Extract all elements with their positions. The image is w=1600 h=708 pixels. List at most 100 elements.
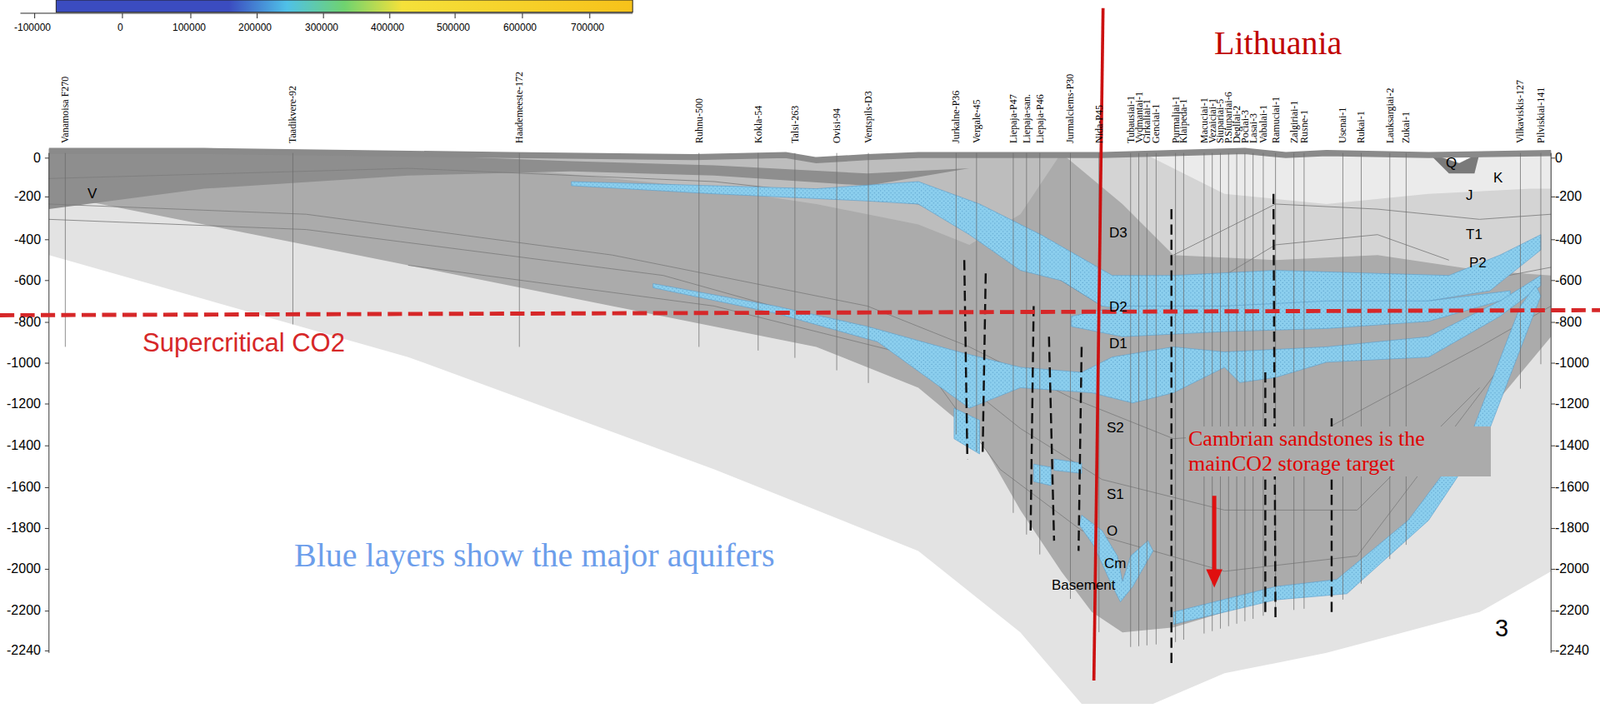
well-name: Rukai-1 bbox=[1355, 110, 1366, 144]
well-line bbox=[292, 153, 294, 325]
well-line bbox=[1405, 153, 1407, 545]
depth-tick bbox=[45, 487, 50, 489]
depth-number: -1000 bbox=[1555, 355, 1590, 371]
depth-number: 0 bbox=[1555, 150, 1563, 166]
depth-tick bbox=[45, 239, 50, 240]
well-name: Liepaja-P46 bbox=[1035, 94, 1045, 144]
well-line bbox=[1236, 153, 1238, 625]
layer-label: Q bbox=[1445, 155, 1457, 172]
depth-tick bbox=[1550, 322, 1555, 324]
axis-tick bbox=[190, 13, 191, 19]
depth-number: -2200 bbox=[1555, 603, 1590, 619]
depth-number: -200 bbox=[14, 189, 41, 205]
depth-tick bbox=[1550, 404, 1555, 405]
axis-number: 100000 bbox=[172, 21, 206, 34]
axis-number: 200000 bbox=[238, 21, 272, 34]
well-line bbox=[1039, 153, 1040, 555]
storage-note: Cambrian sandstones is the mainCO2 stora… bbox=[1185, 426, 1491, 477]
depth-number: -2240 bbox=[6, 643, 41, 659]
well-line bbox=[836, 153, 838, 371]
depth-tick bbox=[45, 610, 50, 612]
well-name: Ruhnu-500 bbox=[694, 98, 705, 144]
well-line bbox=[1155, 153, 1157, 645]
depth-tick bbox=[1550, 487, 1555, 489]
well-name: Talsi-263 bbox=[790, 105, 800, 144]
axis-number: 600000 bbox=[503, 21, 537, 34]
depth-number: -600 bbox=[1555, 273, 1582, 289]
layer-label: V bbox=[87, 185, 97, 203]
well-name: Vanamoisa F270 bbox=[60, 76, 70, 144]
well-name: Taadikvere-92 bbox=[287, 85, 298, 144]
well-name: Ventspils-D3 bbox=[863, 90, 874, 144]
depth-tick bbox=[45, 280, 50, 281]
well-line bbox=[955, 153, 957, 435]
well-line bbox=[1303, 153, 1305, 610]
well-line bbox=[794, 153, 795, 359]
axis-tick bbox=[589, 13, 590, 19]
depth-number: -2000 bbox=[1555, 561, 1590, 577]
well-line bbox=[1203, 153, 1205, 635]
depth-tick bbox=[45, 196, 50, 198]
well-name: Haademeeste-172 bbox=[514, 71, 525, 144]
layer-label: S1 bbox=[1106, 486, 1125, 504]
layer-label: J bbox=[1465, 187, 1474, 205]
depth-tick bbox=[45, 404, 50, 405]
axis-tick bbox=[389, 13, 390, 19]
depth-tick bbox=[45, 363, 50, 365]
well-name: Vergale-45 bbox=[971, 100, 982, 144]
well-line bbox=[65, 153, 66, 348]
well-line bbox=[519, 153, 520, 348]
axis-number: 0 bbox=[117, 21, 124, 34]
well-name: Lauksargiai-2 bbox=[1385, 88, 1395, 144]
depth-tick bbox=[1550, 569, 1555, 570]
well-line bbox=[1130, 153, 1131, 648]
axis-number: 400000 bbox=[370, 21, 405, 34]
well-line bbox=[1228, 153, 1230, 627]
depth-tick bbox=[45, 528, 50, 530]
layer-label: D1 bbox=[1109, 335, 1128, 353]
co2-depth-label: Supercritical CO2 bbox=[142, 328, 345, 359]
depth-tick bbox=[1550, 610, 1555, 612]
depth-number: -600 bbox=[14, 273, 41, 289]
well-line bbox=[1262, 153, 1264, 617]
well-line bbox=[1012, 153, 1014, 514]
well-name: Jurkalne-P36 bbox=[950, 90, 961, 144]
layer-label: D2 bbox=[1109, 299, 1128, 316]
axis-tick bbox=[256, 13, 258, 19]
depth-number: -1200 bbox=[1555, 396, 1590, 412]
layer-label: P2 bbox=[1469, 255, 1487, 272]
well-line bbox=[1138, 153, 1140, 647]
depth-number: -800 bbox=[1555, 315, 1582, 330]
depth-number: -2200 bbox=[6, 603, 41, 619]
well-name: Kokla-54 bbox=[753, 105, 764, 144]
page-number: 3 bbox=[1495, 615, 1509, 642]
layer-label: Basement bbox=[1051, 577, 1116, 595]
depth-tick bbox=[1550, 280, 1555, 281]
depth-tick bbox=[45, 650, 50, 652]
axis-number: 300000 bbox=[305, 21, 339, 34]
well-line bbox=[1389, 153, 1390, 560]
well-name: Liepaja-P47 bbox=[1008, 94, 1019, 144]
aquifer-note: Blue layers show the major aquifers bbox=[294, 536, 775, 575]
well-name: Zalgiriai-1 bbox=[1289, 100, 1300, 144]
well-line bbox=[1146, 153, 1148, 646]
well-name: Pilviskiai-141 bbox=[1535, 87, 1546, 144]
depth-number: -400 bbox=[14, 232, 41, 248]
depth-tick bbox=[1550, 650, 1555, 652]
well-name: Jurmalciems-P30 bbox=[1065, 74, 1075, 144]
depth-tick bbox=[45, 322, 50, 324]
depth-tick bbox=[1550, 363, 1555, 365]
depth-tick bbox=[1550, 239, 1555, 240]
depth-tick bbox=[45, 445, 50, 447]
axis-tick bbox=[455, 13, 456, 19]
depth-number: -400 bbox=[1555, 232, 1582, 248]
layer-label: Cm bbox=[1104, 555, 1126, 573]
depth-number: -2240 bbox=[1555, 643, 1590, 659]
depth-number: 0 bbox=[33, 150, 41, 166]
well-line bbox=[1252, 153, 1254, 620]
axis-number: 500000 bbox=[436, 21, 470, 34]
depth-number: -1200 bbox=[6, 396, 41, 412]
well-name: Vabalai-1 bbox=[1258, 105, 1269, 144]
well-line bbox=[1244, 153, 1245, 622]
country-label: Lithuania bbox=[1214, 25, 1342, 62]
